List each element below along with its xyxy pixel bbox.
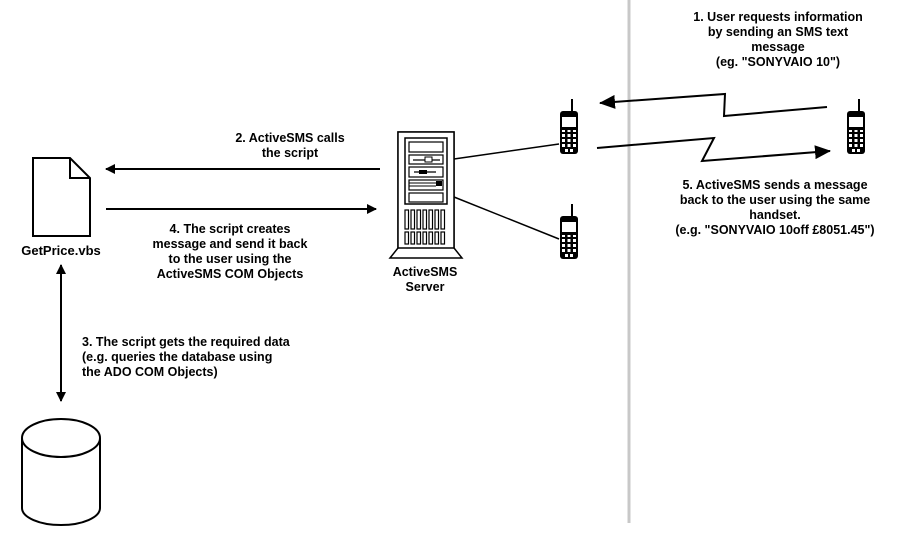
server-vent-slot: [434, 231, 440, 245]
server-vent-slot: [440, 209, 446, 230]
step-3-line: the ADO COM Objects): [82, 365, 218, 379]
step-2-line: 2. ActiveSMS calls: [235, 131, 345, 145]
server-vent-slot: [404, 209, 410, 230]
server-vent-slot: [428, 231, 434, 245]
step-3-line: (e.g. queries the database using: [82, 350, 273, 364]
server-vent-slot: [416, 231, 422, 245]
gateway-phone-2-icon[interactable]: [560, 204, 578, 259]
step-5-line: handset.: [749, 208, 801, 222]
document-icon[interactable]: [32, 157, 91, 237]
script-file-label: GetPrice.vbs: [21, 243, 101, 258]
server-tower-icon[interactable]: [388, 131, 464, 259]
step-5-label: 5. ActiveSMS sends a message back to the…: [650, 178, 900, 238]
step-1-line: by sending an SMS text: [707, 25, 849, 39]
database-cylinder-icon[interactable]: [21, 418, 101, 526]
server-vent-slot: [428, 209, 434, 230]
step-5-line: (e.g. "SONYVAIO 10off £8051.45"): [675, 223, 875, 237]
sms-reply-arrow: [596, 136, 831, 163]
step-4-label: 4. The script creates message and send i…: [140, 222, 320, 282]
server-label-line: ActiveSMS: [392, 265, 458, 279]
user-phone-icon[interactable]: [847, 99, 865, 154]
server-vent-slot: [440, 231, 446, 245]
step-3-label: 3. The script gets the required data (e.…: [82, 335, 290, 380]
step-1-line: (eg. "SONYVAIO 10"): [715, 55, 841, 69]
link-server-phone-1: [453, 143, 560, 160]
step-1-line: 1. User requests information: [693, 10, 863, 24]
step-4-line: to the user using the: [168, 252, 292, 266]
server-label: ActiveSMS Server: [380, 265, 470, 295]
link-server-phone-2: [453, 196, 560, 240]
step-4-line: 4. The script creates: [169, 222, 291, 236]
step-2-line: the script: [261, 146, 319, 160]
server-vent-slot: [434, 209, 440, 230]
server-vent-slot: [422, 231, 428, 245]
step-1-line: message: [751, 40, 805, 54]
step-5-line: back to the user using the same: [679, 193, 871, 207]
gateway-phone-1-icon[interactable]: [560, 99, 578, 154]
step-4-line: ActiveSMS COM Objects: [156, 267, 304, 281]
step-3-line: 3. The script gets the required data: [82, 335, 290, 349]
step-2-label: 2. ActiveSMS calls the script: [190, 131, 390, 161]
server-vent-slot: [410, 231, 416, 245]
server-vents: [404, 209, 446, 245]
server-vent-slot: [416, 209, 422, 230]
server-vent-slot: [410, 209, 416, 230]
server-label-line: Server: [405, 280, 445, 294]
step-1-label: 1. User requests information by sending …: [678, 10, 878, 70]
step-4-line: message and send it back: [152, 237, 308, 251]
server-vent-slot: [422, 209, 428, 230]
sms-request-arrow: [599, 92, 828, 118]
server-vent-slot: [404, 231, 410, 245]
step-5-line: 5. ActiveSMS sends a message: [682, 178, 868, 192]
